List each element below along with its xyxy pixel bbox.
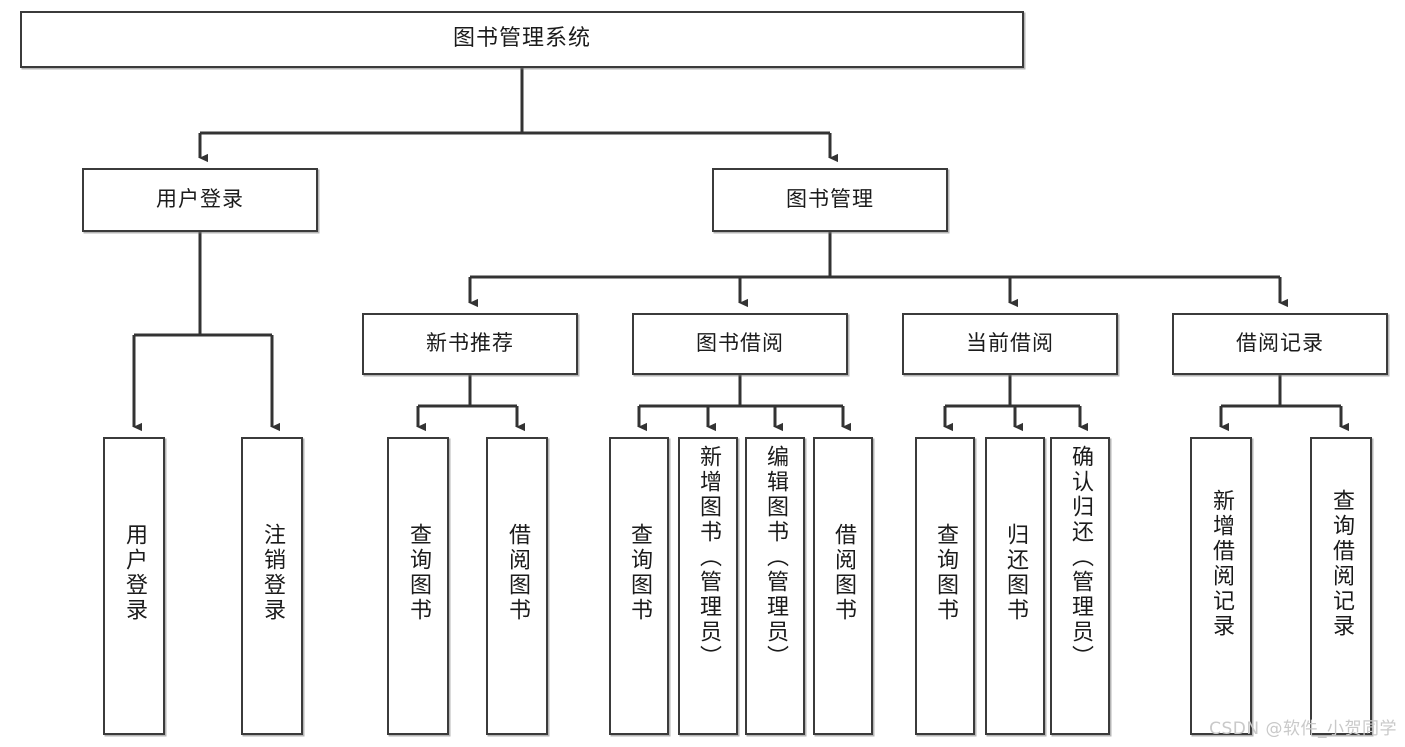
leaf-edit-book-admin[interactable]: 编辑图书（管理员） [745, 437, 805, 735]
node-label: 查询图书 [627, 523, 652, 623]
node-label: 确认归还（管理员） [1068, 445, 1093, 670]
node-label: 借阅记录 [1236, 331, 1324, 356]
node-current-borrow[interactable]: 当前借阅 [902, 313, 1118, 375]
leaf-query-book-recommend[interactable]: 查询图书 [387, 437, 449, 735]
leaf-borrow-book-recommend[interactable]: 借阅图书 [486, 437, 548, 735]
node-label: 编辑图书（管理员） [763, 445, 788, 670]
node-new-book-recommend[interactable]: 新书推荐 [362, 313, 578, 375]
leaf-add-book-admin[interactable]: 新增图书（管理员） [678, 437, 738, 735]
node-label: 查询图书 [933, 523, 958, 623]
node-user-login[interactable]: 用户登录 [82, 168, 318, 232]
node-book-borrow[interactable]: 图书借阅 [632, 313, 848, 375]
node-label: 图书借阅 [696, 331, 784, 356]
node-label: 查询借阅记录 [1329, 489, 1354, 639]
node-book-manage[interactable]: 图书管理 [712, 168, 948, 232]
node-label: 新增图书（管理员） [696, 445, 721, 670]
node-label: 当前借阅 [966, 331, 1054, 356]
leaf-user-logout[interactable]: 注销登录 [241, 437, 303, 735]
node-label: 新增借阅记录 [1209, 489, 1234, 639]
leaf-return-book[interactable]: 归还图书 [985, 437, 1045, 735]
leaf-borrow-book-borrow[interactable]: 借阅图书 [813, 437, 873, 735]
node-borrow-record[interactable]: 借阅记录 [1172, 313, 1388, 375]
node-label: 查询图书 [406, 523, 431, 623]
node-label: 归还图书 [1003, 523, 1028, 623]
node-label: 新书推荐 [426, 331, 514, 356]
node-label: 用户登录 [122, 523, 147, 623]
leaf-user-login[interactable]: 用户登录 [103, 437, 165, 735]
csdn-watermark: CSDN @软件_小贺同学 [1209, 719, 1397, 739]
leaf-query-book-current[interactable]: 查询图书 [915, 437, 975, 735]
node-label: 图书管理系统 [452, 26, 591, 52]
leaf-query-book-borrow[interactable]: 查询图书 [609, 437, 669, 735]
node-root-system[interactable]: 图书管理系统 [20, 11, 1024, 68]
leaf-query-borrow-record[interactable]: 查询借阅记录 [1310, 437, 1372, 735]
node-label: 用户登录 [156, 187, 244, 212]
node-label: 借阅图书 [831, 523, 856, 623]
leaf-confirm-return-admin[interactable]: 确认归还（管理员） [1050, 437, 1110, 735]
node-label: 图书管理 [786, 187, 874, 212]
node-label: 注销登录 [260, 523, 285, 623]
leaf-add-borrow-record[interactable]: 新增借阅记录 [1190, 437, 1252, 735]
node-label: 借阅图书 [505, 523, 530, 623]
